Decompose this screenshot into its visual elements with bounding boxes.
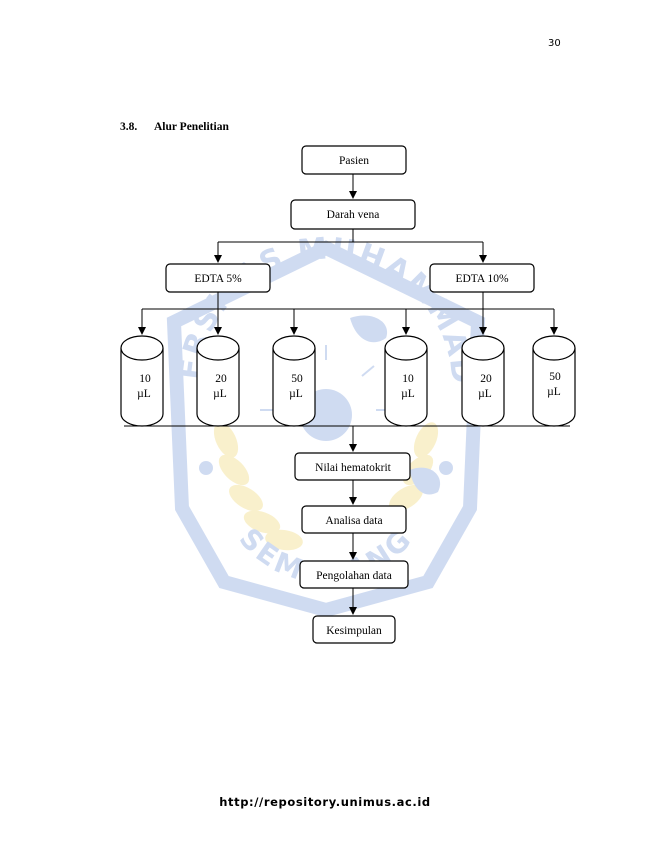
tube-6-amount: 50	[549, 371, 561, 383]
page-number: 30	[548, 38, 561, 49]
label-conclusion: Kesimpulan	[326, 625, 382, 637]
tube-3-unit: µL	[289, 388, 303, 400]
tube-6-unit: µL	[547, 386, 561, 398]
section-title: Alur Penelitian	[154, 121, 229, 133]
tube-2-unit: µL	[213, 388, 227, 400]
tube-4-amount: 10	[402, 373, 414, 385]
section-heading: 3.8. Alur Penelitian	[120, 121, 229, 133]
tube-4	[384, 335, 428, 427]
tube-1	[120, 335, 164, 427]
label-hematocrit: Nilai hematokrit	[315, 462, 391, 474]
tube-5-amount: 20	[480, 373, 492, 385]
tube-4-unit: µL	[401, 388, 415, 400]
tube-1-amount: 10	[139, 373, 151, 385]
box-analysis	[301, 505, 407, 534]
box-edta-right	[429, 263, 535, 293]
label-edta-right: EDTA 10%	[455, 273, 508, 285]
label-patient: Pasien	[339, 155, 369, 167]
box-hematocrit	[294, 452, 411, 481]
tube-6	[532, 335, 576, 427]
tube-2	[196, 335, 240, 427]
section-number: 3.8.	[120, 121, 138, 133]
label-analysis: Analisa data	[325, 515, 382, 527]
tube-3	[272, 335, 316, 427]
tube-1-unit: µL	[137, 388, 151, 400]
footer-url: http://repository.unimus.ac.id	[219, 795, 431, 809]
box-patient	[301, 145, 407, 175]
label-edta-left: EDTA 5%	[194, 273, 242, 285]
box-blood	[290, 199, 416, 230]
label-processing: Pengolahan data	[316, 570, 392, 582]
tube-3-amount: 50	[291, 373, 303, 385]
tube-5	[461, 335, 505, 427]
label-blood: Darah vena	[327, 209, 380, 221]
box-processing	[299, 560, 409, 589]
box-edta-left	[165, 263, 271, 293]
tube-5-unit: µL	[478, 388, 492, 400]
box-conclusion	[312, 615, 396, 644]
tube-2-amount: 20	[215, 373, 227, 385]
